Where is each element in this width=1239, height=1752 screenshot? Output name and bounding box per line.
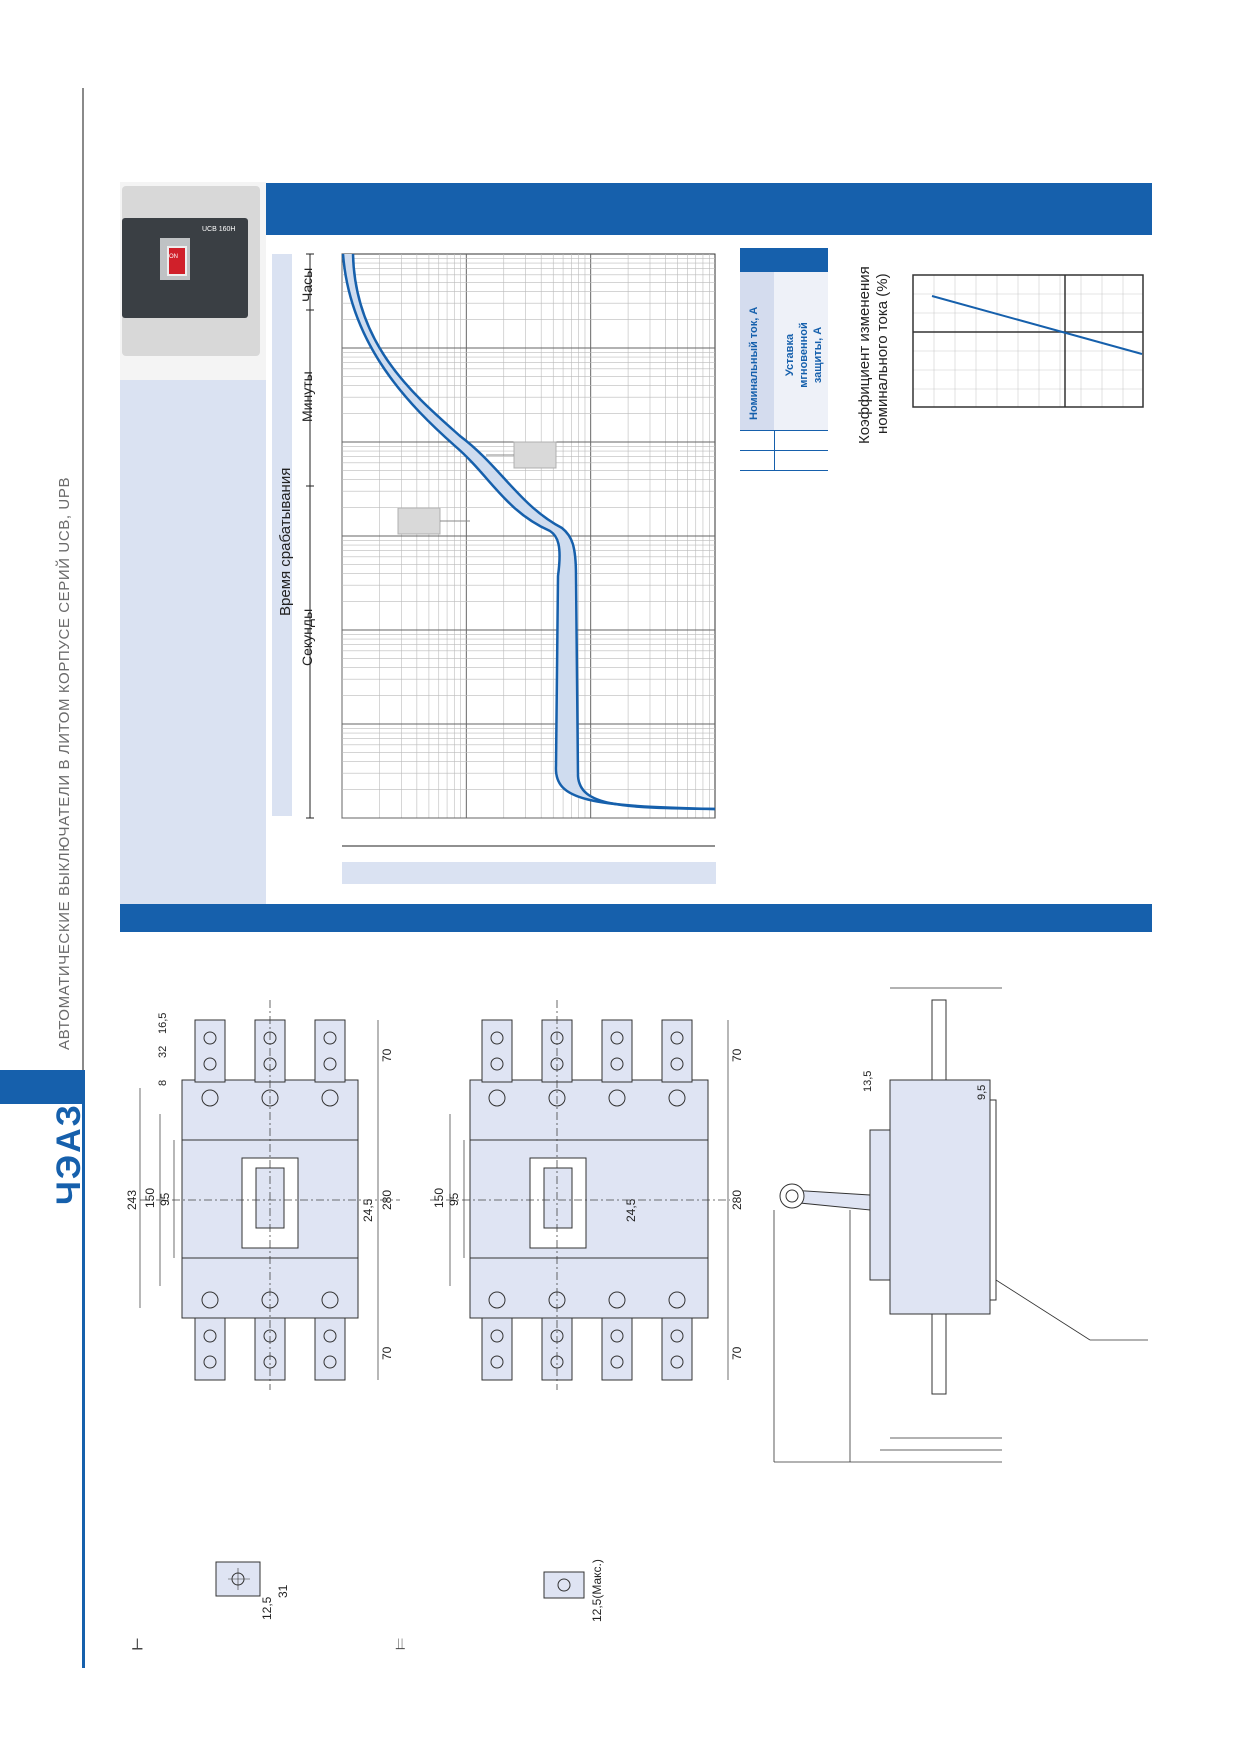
dim-3pole-70-bottom: 70 — [380, 1346, 394, 1360]
section-header-band-top — [266, 183, 1152, 235]
chart-y-title: Время срабатывания — [277, 467, 294, 616]
table-column-2 — [774, 272, 828, 430]
table-header-bar — [740, 248, 828, 272]
dim-terminal-12-5: 12,5 — [260, 1596, 274, 1620]
drawing-3pole — [139, 1000, 400, 1390]
temperature-coefficient-chart — [912, 274, 1144, 408]
brand-accent-bar — [82, 1070, 85, 1668]
dim-4pole-95: 95 — [447, 1192, 461, 1206]
table-header-rated-current: Номинальный ток, А — [748, 306, 760, 420]
drawing-side-view — [773, 987, 1148, 1463]
dim-terminal-max: 12,5(Макс.) — [590, 1559, 604, 1622]
brand-accent-tab — [0, 1070, 84, 1104]
dim-4pole-280: 280 — [730, 1189, 744, 1210]
dim-3pole-243: 243 — [125, 1189, 139, 1210]
breaker-handle — [167, 246, 187, 276]
temp-chart-y-title-line1: Коэффициент изменения — [856, 266, 873, 444]
chart-y-scale-strip — [272, 254, 292, 816]
table-rule — [740, 430, 828, 431]
detail-mark-right-icon: ⫫ — [396, 1636, 405, 1653]
y-range-markers — [306, 253, 314, 819]
dim-3pole-32: 32 — [157, 1045, 169, 1058]
callout-box-upper — [513, 441, 557, 469]
trip-curve-lower — [341, 253, 716, 811]
chart-grid — [341, 253, 716, 819]
table-rule — [740, 470, 828, 471]
dim-3pole-280: 280 — [380, 1189, 394, 1210]
terminal-detail-left — [215, 1561, 261, 1597]
terminal-detail-right — [543, 1571, 585, 1599]
trip-characteristic-chart — [306, 253, 716, 847]
temp-coefficient-line — [931, 295, 1143, 355]
detail-mark-left-icon: ⟂ — [132, 1636, 143, 1653]
range-label-hours: Часы — [299, 267, 315, 302]
temp-chart-grid — [913, 275, 1143, 407]
trip-curve-upper — [351, 253, 716, 811]
range-label-minutes: Минуты — [299, 371, 315, 422]
range-label-seconds: Секунды — [299, 608, 315, 666]
table-header-instant-setting: Уставка мгновенной защиты, А — [784, 322, 824, 388]
dim-4pole-150: 150 — [432, 1187, 446, 1208]
company-logo: ЧЭАЗ — [50, 1103, 88, 1205]
dim-3pole-8: 8 — [157, 1079, 169, 1086]
table-rule — [740, 450, 828, 451]
dim-3pole-95: 95 — [158, 1192, 172, 1206]
page-divider-line — [82, 88, 84, 1668]
dim-4pole-70-top: 70 — [730, 1048, 744, 1062]
breaker-model-label: UCB 160H — [202, 226, 236, 233]
table-column-1 — [740, 272, 774, 430]
dim-3pole-150: 150 — [143, 1187, 157, 1208]
chart-x-label-strip — [342, 862, 716, 884]
callout-box-lower — [397, 507, 441, 535]
table-rule — [774, 430, 775, 470]
dim-4pole-24-5: 24,5 — [624, 1198, 638, 1222]
dim-terminal-31: 31 — [276, 1584, 290, 1598]
dim-side-13-5: 13,5 — [862, 1070, 874, 1092]
dim-side-9-5: 9,5 — [976, 1084, 988, 1100]
dim-3pole-16-5: 16,5 — [157, 1012, 169, 1034]
temp-chart-y-title-line2: номинального тока (%) — [874, 273, 891, 434]
description-panel — [120, 380, 266, 904]
drawing-4pole — [430, 1000, 730, 1390]
dim-3pole-24-5: 24,5 — [361, 1198, 375, 1222]
dim-4pole-70-bottom: 70 — [730, 1346, 744, 1360]
section-header-band-mid — [120, 904, 1152, 932]
breaker-handle-label: ON — [169, 254, 178, 260]
dim-3pole-70-top: 70 — [380, 1048, 394, 1062]
series-title: АВТОМАТИЧЕСКИЕ ВЫКЛЮЧАТЕЛИ В ЛИТОМ КОРПУ… — [56, 476, 73, 1050]
